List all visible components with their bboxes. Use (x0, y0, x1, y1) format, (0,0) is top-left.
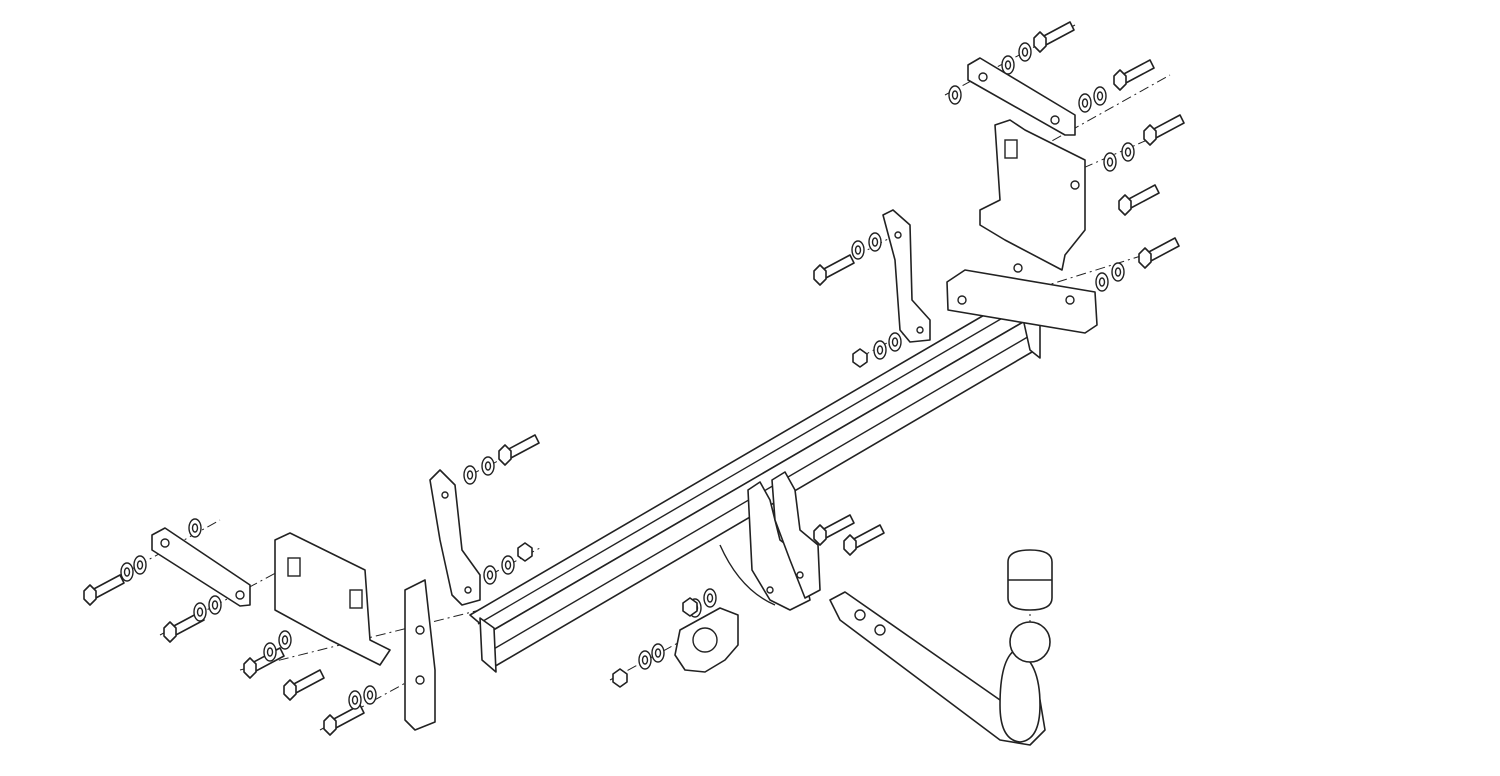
right-end-plate (946, 269, 1098, 334)
washer-hole (486, 570, 494, 580)
right-side-bracket (979, 119, 1086, 273)
washer-hole (871, 237, 879, 247)
washer-hole (891, 337, 899, 347)
bolt (1118, 184, 1160, 216)
washer-hole (654, 648, 662, 658)
washer-hole (466, 470, 474, 480)
washer-hole (951, 90, 959, 100)
washer-hole (196, 607, 204, 617)
left-strap-plate (151, 527, 251, 607)
bolt (1113, 59, 1155, 91)
bolt (1033, 21, 1075, 53)
washer-hole (854, 245, 862, 255)
washer-hole (876, 345, 884, 355)
electrical-socket-plate (674, 607, 739, 673)
washer-hole (1114, 267, 1122, 277)
washer-hole (191, 523, 199, 533)
washer-hole (1081, 98, 1089, 108)
washer-hole (504, 560, 512, 570)
bolt (283, 669, 325, 701)
washer-hole (266, 647, 274, 657)
right-strap-plate (967, 57, 1076, 136)
washer-hole (1021, 47, 1029, 57)
tow-ball-cover (1007, 549, 1053, 611)
bolt (498, 434, 540, 466)
bolt (813, 514, 855, 546)
washer-hole (211, 600, 219, 610)
washer-hole (351, 695, 359, 705)
bolt (1143, 114, 1185, 146)
washer-hole (1098, 277, 1106, 287)
washer-hole (484, 461, 492, 471)
left-upright-bracket (429, 469, 481, 606)
nut (852, 348, 868, 368)
washer-hole (641, 655, 649, 665)
washer-hole (1106, 157, 1114, 167)
nut (517, 542, 533, 562)
washer-hole (123, 567, 131, 577)
washer-hole (1124, 147, 1132, 157)
washer-hole (366, 690, 374, 700)
bolt (83, 574, 125, 606)
nut (682, 597, 698, 617)
left-end-plate (404, 579, 436, 731)
washer-hole (706, 593, 714, 603)
washer-hole (1096, 91, 1104, 101)
left-side-bracket (274, 532, 391, 666)
nut (612, 668, 628, 688)
bolt (843, 524, 885, 556)
washer-hole (136, 560, 144, 570)
center-hitch-bracket (719, 471, 821, 611)
bolt (323, 704, 365, 736)
right-upright-bracket (882, 209, 931, 343)
fasteners (83, 21, 1185, 736)
washer-hole (281, 635, 289, 645)
tow-ball-neck (829, 591, 1051, 746)
bolt (813, 254, 855, 286)
bolt (1138, 237, 1180, 269)
washer-hole (1004, 60, 1012, 70)
